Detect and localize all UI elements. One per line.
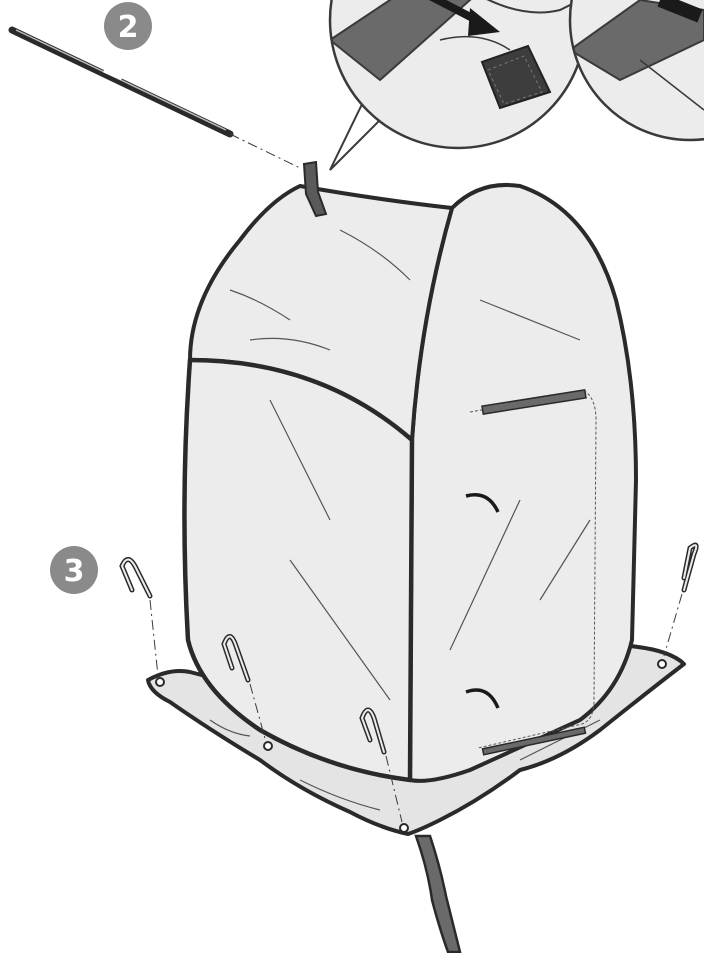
ground-strap (416, 836, 460, 952)
grommet (264, 742, 272, 750)
grommet (658, 660, 666, 668)
step-3-number: 3 (64, 554, 85, 589)
detail-circle-strap (320, 0, 600, 160)
callout-pointer-line (330, 96, 366, 170)
step-2-number: 2 (118, 10, 139, 45)
grommet (156, 678, 164, 686)
step-3-badge: 3 (50, 546, 98, 594)
step-2-badge: 2 (104, 2, 152, 50)
stake-icon (122, 559, 158, 676)
detail-callout (320, 0, 704, 170)
pole-icon (12, 30, 300, 168)
tent-right-panel (410, 185, 636, 781)
tent (184, 162, 636, 781)
grommet (400, 824, 408, 832)
stake-icon (664, 545, 696, 656)
